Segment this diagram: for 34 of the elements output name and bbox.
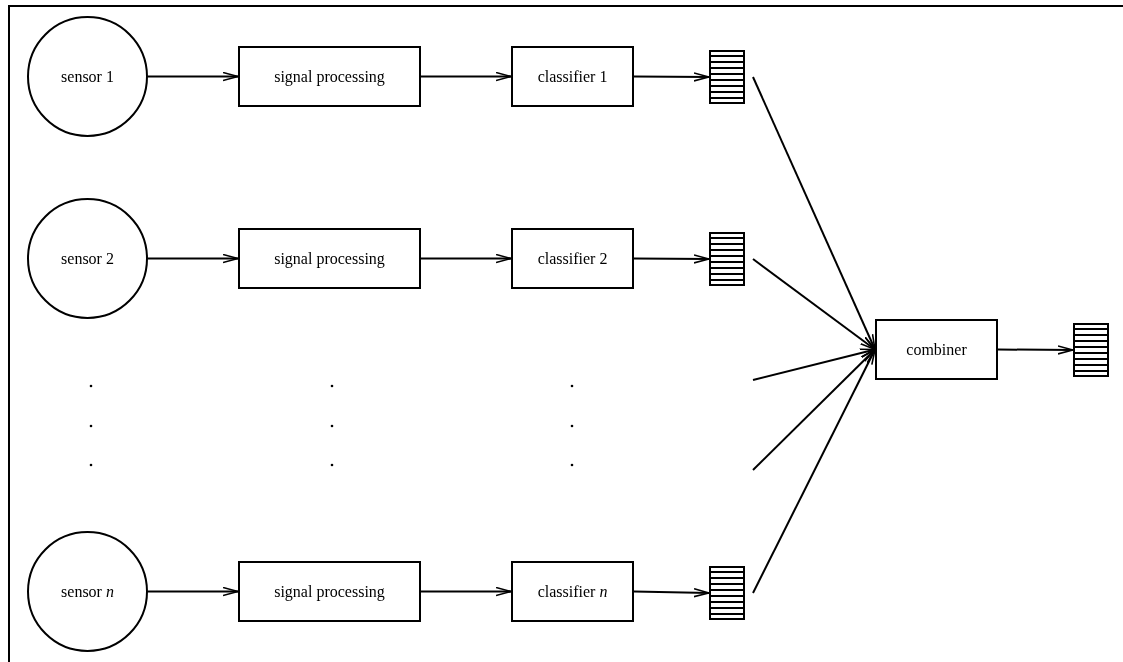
node-label: classifier 2	[537, 249, 608, 268]
arrow	[420, 253, 512, 264]
arrow	[997, 345, 1074, 355]
output-vector-drawing	[709, 232, 745, 286]
output-vector-drawing	[709, 50, 745, 104]
node-label: sensor n	[61, 582, 114, 601]
process-box	[511, 561, 634, 622]
arrow	[147, 71, 239, 82]
node-label: sensor 2	[61, 249, 114, 268]
node-label: signal processing	[274, 249, 385, 268]
process-box	[238, 561, 421, 622]
arrow	[147, 586, 239, 597]
output-vector-drawing	[709, 566, 745, 620]
arrow	[147, 253, 239, 264]
process-box	[511, 228, 634, 289]
node-label: classifier n	[537, 582, 608, 601]
output-vector-drawing	[1073, 323, 1109, 377]
arrow	[420, 586, 512, 597]
arrow	[752, 258, 876, 351]
arrow	[752, 348, 876, 381]
node-label: signal processing	[274, 67, 385, 86]
process-box	[238, 46, 421, 107]
arrow	[633, 254, 710, 264]
node-label: sensor 1	[61, 67, 114, 86]
node-label: combiner	[906, 340, 967, 359]
node-label: signal processing	[274, 582, 385, 601]
arrow	[420, 71, 512, 82]
arrow	[633, 72, 710, 82]
node-label: classifier 1	[537, 67, 608, 86]
process-box	[875, 319, 998, 380]
arrow	[752, 348, 876, 471]
process-box	[238, 228, 421, 289]
process-box	[511, 46, 634, 107]
arrow	[633, 587, 710, 598]
